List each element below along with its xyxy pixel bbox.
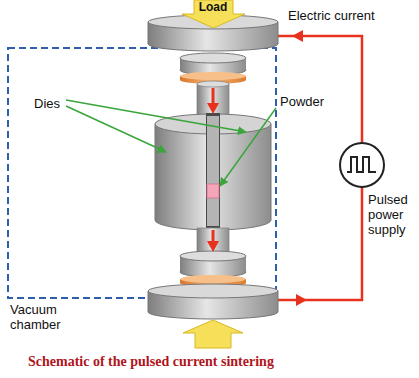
upper-spacer: [180, 53, 246, 75]
current-arrow: [212, 230, 215, 242]
current-arrow: [292, 30, 303, 42]
part-label: Powder: [280, 94, 340, 109]
figure-caption: Schematic of the pulsed current sinterin…: [28, 353, 274, 370]
lower-punch: [197, 228, 229, 252]
upper-punch: [197, 81, 229, 118]
pulse-symbol: [347, 157, 376, 172]
current-arrow: [296, 294, 307, 306]
part-label: Dies: [34, 96, 66, 111]
power-supply-label: Pulsed power supply: [368, 192, 414, 237]
vacuum-chamber-outline: [8, 48, 276, 298]
current-label: Electric current: [288, 8, 413, 23]
load-arrow: [182, 0, 245, 28]
powder-sample: [207, 184, 219, 198]
load-arrow: [183, 320, 243, 348]
load-label: Load: [182, 0, 245, 14]
current-arrow: [212, 88, 215, 104]
leader-line: [66, 100, 246, 132]
current-arrow: [207, 103, 219, 114]
die-halves: [155, 113, 271, 230]
lower-spacer: [180, 251, 246, 277]
chamber-label: Vacuum chamber: [10, 302, 72, 332]
leader-line: [66, 106, 166, 152]
load-arrow-node: Load: [182, 0, 245, 28]
lower-electrode: [148, 284, 278, 319]
current-arrow: [207, 241, 219, 252]
power-supply-symbol: [340, 143, 384, 187]
leader-line: [220, 108, 276, 186]
